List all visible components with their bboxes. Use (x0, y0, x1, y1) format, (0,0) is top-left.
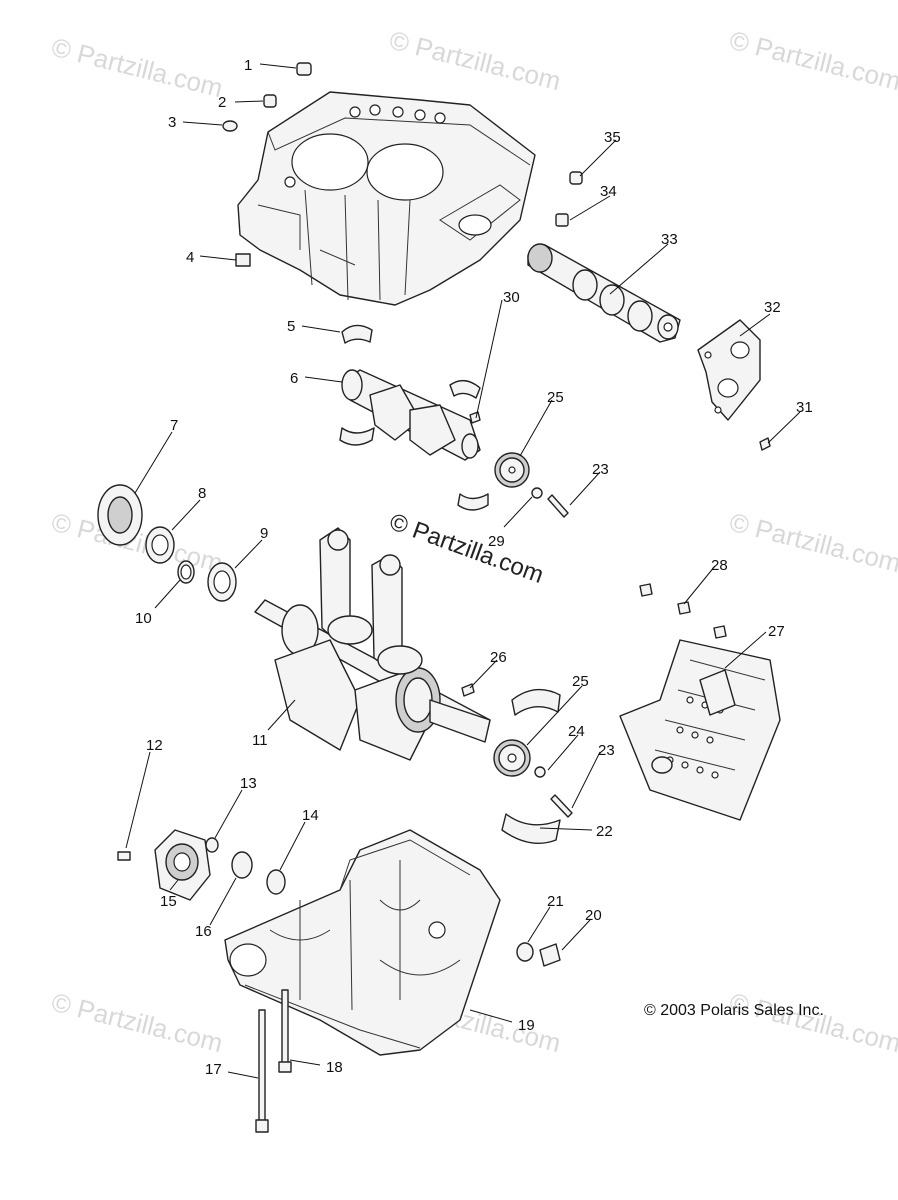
gear-lower (493, 739, 531, 777)
watermark-top-left: © Partzilla.com (49, 32, 226, 103)
callout-25-upper: 25 (547, 389, 564, 406)
o-ring-13 (205, 837, 219, 853)
snap-ring-14 (266, 869, 286, 895)
callout-25-lower: 25 (572, 673, 589, 690)
cover-plate (697, 319, 761, 421)
callout-34: 34 (600, 183, 617, 200)
callout-10: 10 (135, 610, 152, 627)
watermark-top-center: © Partzilla.com (387, 25, 564, 96)
callout-9: 9 (260, 525, 268, 542)
callout-33: 33 (661, 231, 678, 248)
watermark-bottom-left: © Partzilla.com (49, 987, 226, 1058)
washers-bolts (531, 487, 573, 818)
copyright-notice: © 2003 Polaris Sales Inc. (644, 1002, 824, 1019)
callout-26: 26 (490, 649, 507, 666)
bearing-shells (339, 324, 561, 844)
callout-29: 29 (488, 533, 505, 550)
callout-12: 12 (146, 737, 163, 754)
crank-seal-bearings (97, 484, 237, 602)
leader-lines (125, 63, 801, 1079)
dowel-pins (222, 62, 583, 267)
camshaft (527, 243, 681, 343)
balance-shaft (341, 369, 481, 461)
callout-13: 13 (240, 775, 257, 792)
baffle-plate (619, 639, 781, 821)
callout-16: 16 (195, 923, 212, 940)
callout-21: 21 (547, 893, 564, 910)
callout-24: 24 (568, 723, 585, 740)
bolt-12 (117, 851, 131, 861)
callout-17: 17 (205, 1061, 222, 1078)
callout-20: 20 (585, 907, 602, 924)
long-bolts (255, 989, 292, 1133)
oil-pump (154, 829, 211, 901)
crankshaft (254, 527, 491, 761)
center-watermark: © Partzilla.com (386, 508, 547, 589)
callout-11: 11 (252, 732, 268, 749)
plug-20 (539, 943, 561, 967)
lower-crankcase (224, 829, 501, 1056)
washer-21 (516, 942, 534, 962)
callout-15: 15 (160, 893, 177, 910)
bolt-28c (713, 625, 727, 639)
callout-30: 30 (503, 289, 520, 306)
callout-18: 18 (326, 1059, 343, 1076)
bolt-28a (639, 583, 653, 597)
callout-3: 3 (168, 114, 176, 131)
callout-8: 8 (198, 485, 206, 502)
callout-35: 35 (604, 129, 621, 146)
callout-19: 19 (518, 1017, 535, 1034)
callout-14: 14 (302, 807, 319, 824)
watermark-bottom-right: © Partzilla.com (727, 987, 898, 1058)
callout-5: 5 (287, 318, 295, 335)
gear-upper (494, 452, 530, 488)
callout-27: 27 (768, 623, 785, 640)
callout-28: 28 (711, 557, 728, 574)
watermark-top-right: © Partzilla.com (727, 25, 898, 96)
screw-31 (759, 437, 771, 451)
callout-23-upper: 23 (592, 461, 609, 478)
callout-22: 22 (596, 823, 613, 840)
callout-7: 7 (170, 417, 178, 434)
callout-1: 1 (244, 57, 252, 74)
watermark-mid-right: © Partzilla.com (727, 507, 898, 578)
upper-crankcase (237, 91, 536, 306)
callout-6: 6 (290, 370, 298, 387)
callout-32: 32 (764, 299, 781, 316)
callout-31: 31 (796, 399, 813, 416)
seal-16 (231, 851, 253, 879)
callout-4: 4 (186, 249, 194, 266)
callout-labels: 1 2 3 4 5 6 7 8 9 10 11 12 13 14 15 16 1… (135, 57, 813, 1078)
callout-23-lower: 23 (598, 742, 615, 759)
callout-2: 2 (218, 94, 226, 111)
